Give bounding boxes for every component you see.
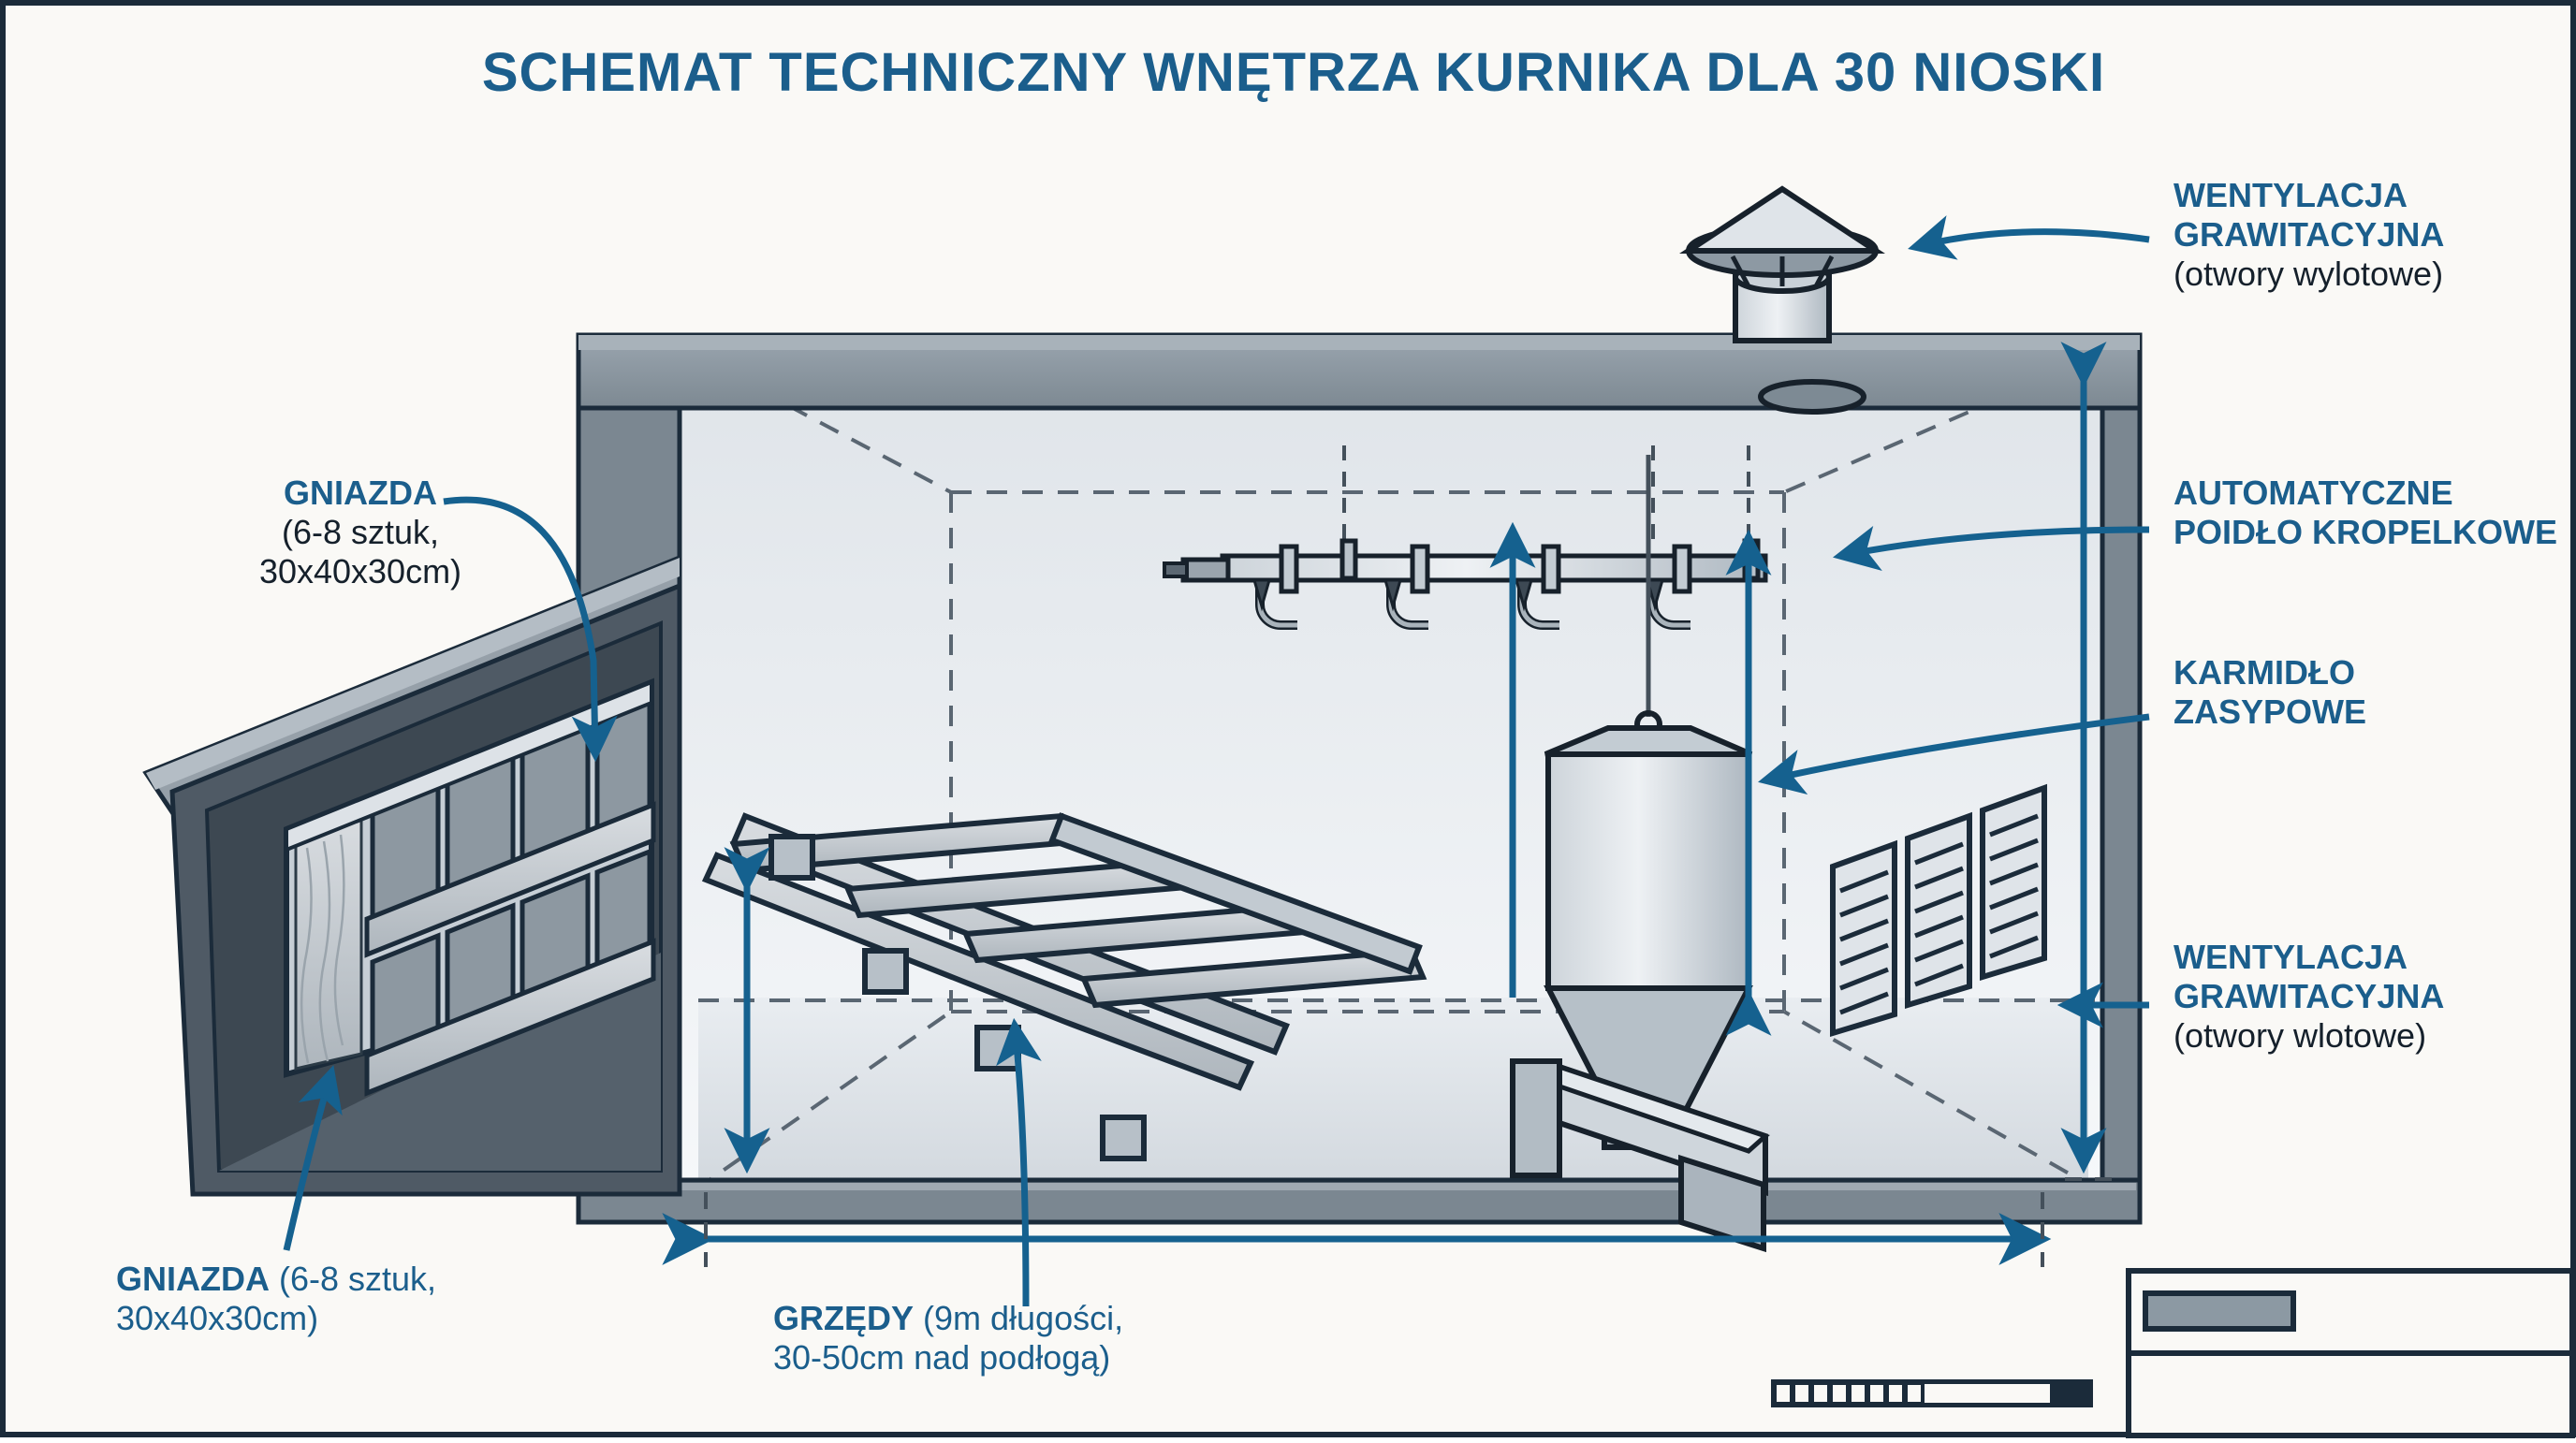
technical-drawing	[142, 185, 2575, 1438]
callout-feeder: KARMIDŁO ZASYPOWE	[2174, 653, 2366, 732]
legend-color-swatch	[2143, 1290, 2296, 1332]
wood-grain	[300, 834, 345, 1064]
roof-highlight	[578, 335, 2140, 350]
pipe-end-fitting	[1180, 557, 1231, 583]
floor-slab-highlight	[582, 1183, 2136, 1190]
callout-drinker-line2: POIDŁO KROPELKOWE	[2174, 512, 2558, 551]
nest-box-unit	[284, 678, 656, 1097]
callout-nests-top-sub2: 30x40x30cm)	[258, 551, 462, 590]
caption-nests-sub1: (6-8 sztuk,	[270, 1260, 437, 1298]
leader-feeder	[1758, 713, 2150, 795]
callout-nests-top-head: GNIAZDA	[284, 474, 437, 512]
callout-vent-bottom-line2: GRAWITACYJNA	[2174, 976, 2445, 1015]
perch-ladder	[701, 812, 1427, 1161]
dimension-extension-lines	[704, 1177, 2121, 1267]
perch-joints	[768, 834, 1147, 1161]
scale-bar-tail	[2054, 1379, 2093, 1407]
chimney-cap-cone	[1679, 185, 1885, 254]
caption-perches-sub1: (9m długości,	[914, 1299, 1124, 1337]
perch-rail-upper	[701, 852, 1255, 1091]
callout-drinker: AUTOMATYCZNE POIDŁO KROPELKOWE	[2174, 474, 2557, 552]
callout-feeder-line1: KARMIDŁO	[2174, 653, 2355, 692]
callout-nests-top: GNIAZDA (6-8 sztuk, 30x40x30cm)	[206, 474, 515, 590]
leader-vent-top	[1908, 215, 2150, 260]
nest-box-bottom-rail	[364, 938, 656, 1097]
scale-bar	[1771, 1379, 2093, 1407]
louver-vent-group	[1830, 783, 2047, 1038]
nest-box-middle-rail	[364, 801, 656, 958]
callout-vent-top: WENTYLACJA GRAWITACYJNA (otwory wylotowe…	[2174, 176, 2444, 293]
leader-nests-top	[443, 496, 618, 763]
caption-nests-bottom: GNIAZDA (6-8 sztuk, 30x40x30cm)	[116, 1260, 436, 1338]
caption-nests-head: GNIAZDA	[116, 1260, 270, 1298]
leader-perches	[996, 1017, 1042, 1307]
feeder-leg-left	[1510, 1058, 1562, 1178]
nest-cells-row-1	[370, 698, 652, 923]
louver-panel-1	[1830, 839, 1897, 1038]
leader-drinker	[1832, 525, 2150, 572]
dimension-arrows	[662, 342, 2107, 1265]
callout-vent-bottom-sub: (otwory wlotowe)	[2174, 1015, 2427, 1055]
scale-bar-segments	[1777, 1385, 1921, 1402]
chimney-struts	[1730, 255, 1835, 288]
right-wall	[2100, 405, 2143, 1197]
callout-vent-bottom: WENTYLACJA GRAWITACYJNA (otwory wlotowe)	[2174, 938, 2444, 1055]
caption-perches-sub2: 30-50cm nad podłogą)	[773, 1337, 1111, 1377]
callout-vent-top-line1: WENTYLACJA	[2174, 176, 2408, 214]
caption-perches: GRZĘDY (9m długości, 30-50cm nad podłogą…	[773, 1299, 1123, 1377]
drinker-nipples	[1252, 544, 1692, 630]
callout-nests-top-sub1: (6-8 sztuk,	[281, 512, 440, 551]
floor-plane	[698, 998, 2088, 1180]
leader-nests-bottom	[283, 1065, 343, 1251]
feeder-barrel	[1545, 751, 1751, 991]
callout-vent-top-line2: GRAWITACYJNA	[2174, 214, 2445, 254]
callout-drinker-line1: AUTOMATYCZNE	[2174, 474, 2453, 512]
coop-structure	[576, 332, 2143, 1225]
legend-box	[2126, 1268, 2575, 1438]
pipe-connector	[1163, 561, 1189, 578]
louver-panel-2	[1905, 811, 1972, 1010]
callout-vent-top-sub: (otwory wylotowe)	[2174, 254, 2444, 293]
callout-leaders	[283, 215, 2150, 1307]
roof-ventilation-chimney	[1679, 185, 1885, 343]
hopper-feeder	[1510, 455, 1770, 1253]
annex-roof-edge	[146, 558, 680, 790]
nest-annex	[142, 554, 682, 1197]
caption-perches-head: GRZĘDY	[773, 1299, 915, 1337]
louver-panel-3	[1980, 783, 2047, 982]
pipe-hanger-1	[1339, 538, 1358, 581]
caption-nests-sub2: 30x40x30cm)	[116, 1298, 319, 1337]
callout-feeder-line2: ZASYPOWE	[2174, 692, 2367, 731]
scale-bar-white-block	[1925, 1384, 2050, 1403]
perch-stringer-far	[1048, 812, 1423, 975]
ceiling-vent-opening	[1758, 379, 1866, 415]
nest-box-top	[285, 679, 653, 853]
page-title: SCHEMAT TECHNICZNY WNĘTRZA KURNIKA DLA 3…	[481, 42, 2106, 103]
callout-vent-bottom-line1: WENTYLACJA	[2174, 938, 2408, 976]
